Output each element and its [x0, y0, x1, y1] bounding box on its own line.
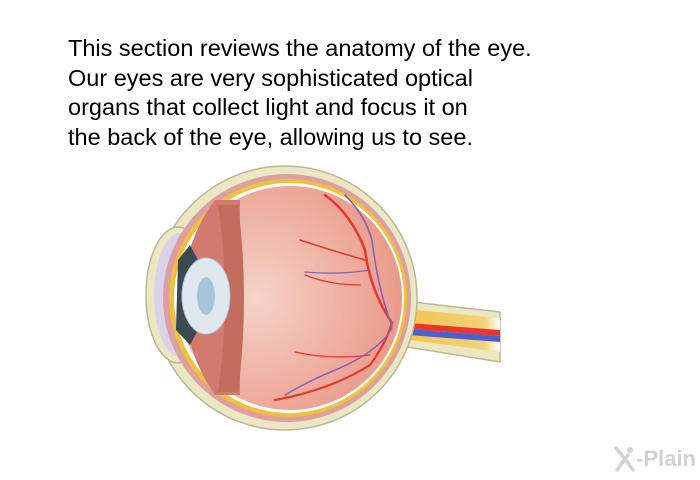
intro-line: Our eyes are very sophisticated optical [68, 64, 473, 91]
intro-line: organs that collect light and focus it o… [68, 94, 468, 120]
intro-text: This section reviews the anatomy of the … [68, 34, 532, 152]
pupil [197, 277, 215, 315]
x-plain-logo: -Plain [614, 446, 696, 472]
intro-line: This section reviews the anatomy of the … [68, 35, 532, 61]
lens-capsule-zone [218, 205, 244, 392]
intro-line: the back of the eye, allowing us to see. [68, 123, 473, 150]
retinal-vessels [273, 193, 394, 402]
central-artery [395, 322, 500, 336]
x-plain-figure-icon [614, 446, 635, 472]
logo-text: -Plain [636, 446, 696, 471]
central-vein [395, 328, 500, 342]
